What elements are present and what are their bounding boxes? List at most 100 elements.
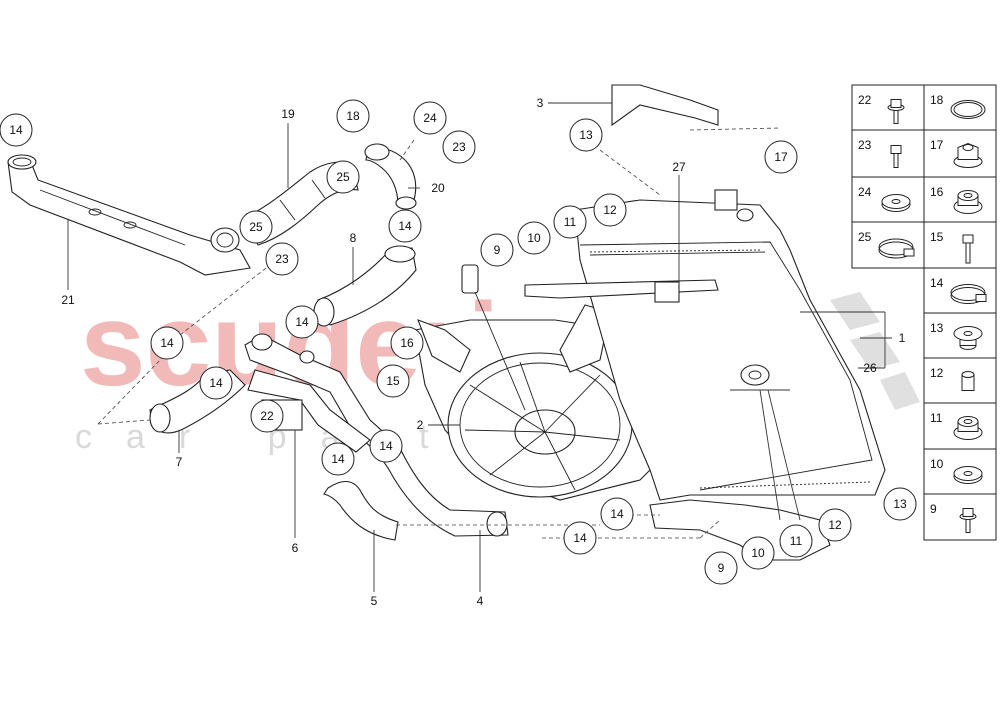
callout-7: 7 xyxy=(176,455,183,469)
legend-item-22: 22 xyxy=(858,93,905,124)
callout-12: 12 xyxy=(818,508,852,542)
coolant-hose-4 xyxy=(371,437,509,537)
legend-item-11: 11 xyxy=(930,411,983,440)
callout-bubble xyxy=(569,118,603,152)
callout-25: 25 xyxy=(326,160,360,194)
callout-14: 14 xyxy=(0,113,33,147)
callout-22: 22 xyxy=(250,399,284,433)
callout-bubble xyxy=(265,242,299,276)
callout-1: 1 xyxy=(899,331,906,345)
legend-item-10: 10 xyxy=(930,457,983,484)
callout-bubble xyxy=(442,130,476,164)
callout-23: 23 xyxy=(265,242,299,276)
callout-19: 19 xyxy=(281,107,295,121)
callout-number: 3 xyxy=(537,96,544,110)
callout-number: 14 xyxy=(610,507,624,521)
callout-number: 22 xyxy=(260,409,274,423)
legend-number: 13 xyxy=(930,321,944,335)
legend-number: 25 xyxy=(858,230,872,244)
callout-14: 14 xyxy=(321,442,355,476)
callout-20: 20 xyxy=(431,181,445,195)
grommet-icon xyxy=(953,416,983,440)
callout-14: 14 xyxy=(285,305,319,339)
callout-number: 8 xyxy=(350,231,357,245)
callout-number: 21 xyxy=(61,293,75,307)
callout-number: 14 xyxy=(573,531,587,545)
callout-2: 2 xyxy=(417,418,424,432)
legend-number: 17 xyxy=(930,138,944,152)
callout-4: 4 xyxy=(477,594,484,608)
callout-bubble xyxy=(883,487,917,521)
legend-number: 15 xyxy=(930,230,944,244)
callout-bubble xyxy=(764,140,798,174)
callout-number: 27 xyxy=(672,160,686,174)
callout-bubble xyxy=(285,305,319,339)
callout-3: 3 xyxy=(537,96,544,110)
callout-number: 11 xyxy=(564,215,577,229)
callout-number: 6 xyxy=(292,541,299,555)
callout-bubble xyxy=(818,508,852,542)
legend-item-25: 25 xyxy=(858,230,915,259)
callout-number: 25 xyxy=(249,220,263,234)
callout-8: 8 xyxy=(350,231,357,245)
callout-24: 24 xyxy=(413,101,447,135)
callout-number: 4 xyxy=(477,594,484,608)
callout-13: 13 xyxy=(569,118,603,152)
callout-bubble xyxy=(388,209,422,243)
callout-9: 9 xyxy=(704,551,738,585)
legend-number: 9 xyxy=(930,502,937,516)
callout-bubble xyxy=(0,113,33,147)
callout-14: 14 xyxy=(600,497,634,531)
callout-number: 13 xyxy=(579,128,593,142)
legend-number: 16 xyxy=(930,185,944,199)
callout-bubble xyxy=(563,521,597,555)
legend-item-14: 14 xyxy=(930,276,987,304)
legend-item-17: 17 xyxy=(930,138,983,168)
callout-bubble xyxy=(480,233,514,267)
callout-number: 11 xyxy=(790,534,803,548)
callout-16: 16 xyxy=(390,326,424,360)
callout-bubble xyxy=(779,524,813,558)
legend-item-15: 15 xyxy=(930,230,974,264)
callout-bubble xyxy=(250,399,284,433)
callout-bubble xyxy=(553,205,587,239)
callout-13: 13 xyxy=(883,487,917,521)
bracket-3 xyxy=(611,84,719,127)
callout-bubble xyxy=(376,364,410,398)
callout-17: 17 xyxy=(764,140,798,174)
callout-11: 11 xyxy=(779,524,813,558)
callout-number: 14 xyxy=(379,439,393,453)
legend-item-16: 16 xyxy=(930,185,983,214)
legend-number: 18 xyxy=(930,93,944,107)
callout-number: 9 xyxy=(494,243,501,257)
callout-6: 6 xyxy=(292,541,299,555)
cooling-fan-2 xyxy=(414,264,661,501)
callout-number: 14 xyxy=(209,376,223,390)
callout-27: 27 xyxy=(672,160,686,174)
legend-number: 22 xyxy=(858,93,872,107)
callout-number: 26 xyxy=(863,361,877,375)
bracket-27 xyxy=(524,279,719,303)
callout-number: 14 xyxy=(160,336,174,350)
legend-number: 14 xyxy=(930,276,944,290)
callout-14: 14 xyxy=(150,326,184,360)
legend-number: 24 xyxy=(858,185,872,199)
callout-bubble xyxy=(150,326,184,360)
legend-item-18: 18 xyxy=(930,93,986,119)
callout-number: 24 xyxy=(423,111,437,125)
rubber-grommet-icon xyxy=(953,190,983,214)
callout-number: 14 xyxy=(398,219,412,233)
callout-number: 2 xyxy=(417,418,424,432)
callout-bubble xyxy=(517,221,551,255)
callout-bubble xyxy=(600,497,634,531)
callout-number: 16 xyxy=(400,336,414,350)
callout-9: 9 xyxy=(480,233,514,267)
bolt-short-icon xyxy=(890,145,902,168)
legend-number: 12 xyxy=(930,366,944,380)
callout-number: 23 xyxy=(452,140,466,154)
mount-bush-icon xyxy=(953,326,983,350)
flange-nut-icon xyxy=(953,142,983,168)
